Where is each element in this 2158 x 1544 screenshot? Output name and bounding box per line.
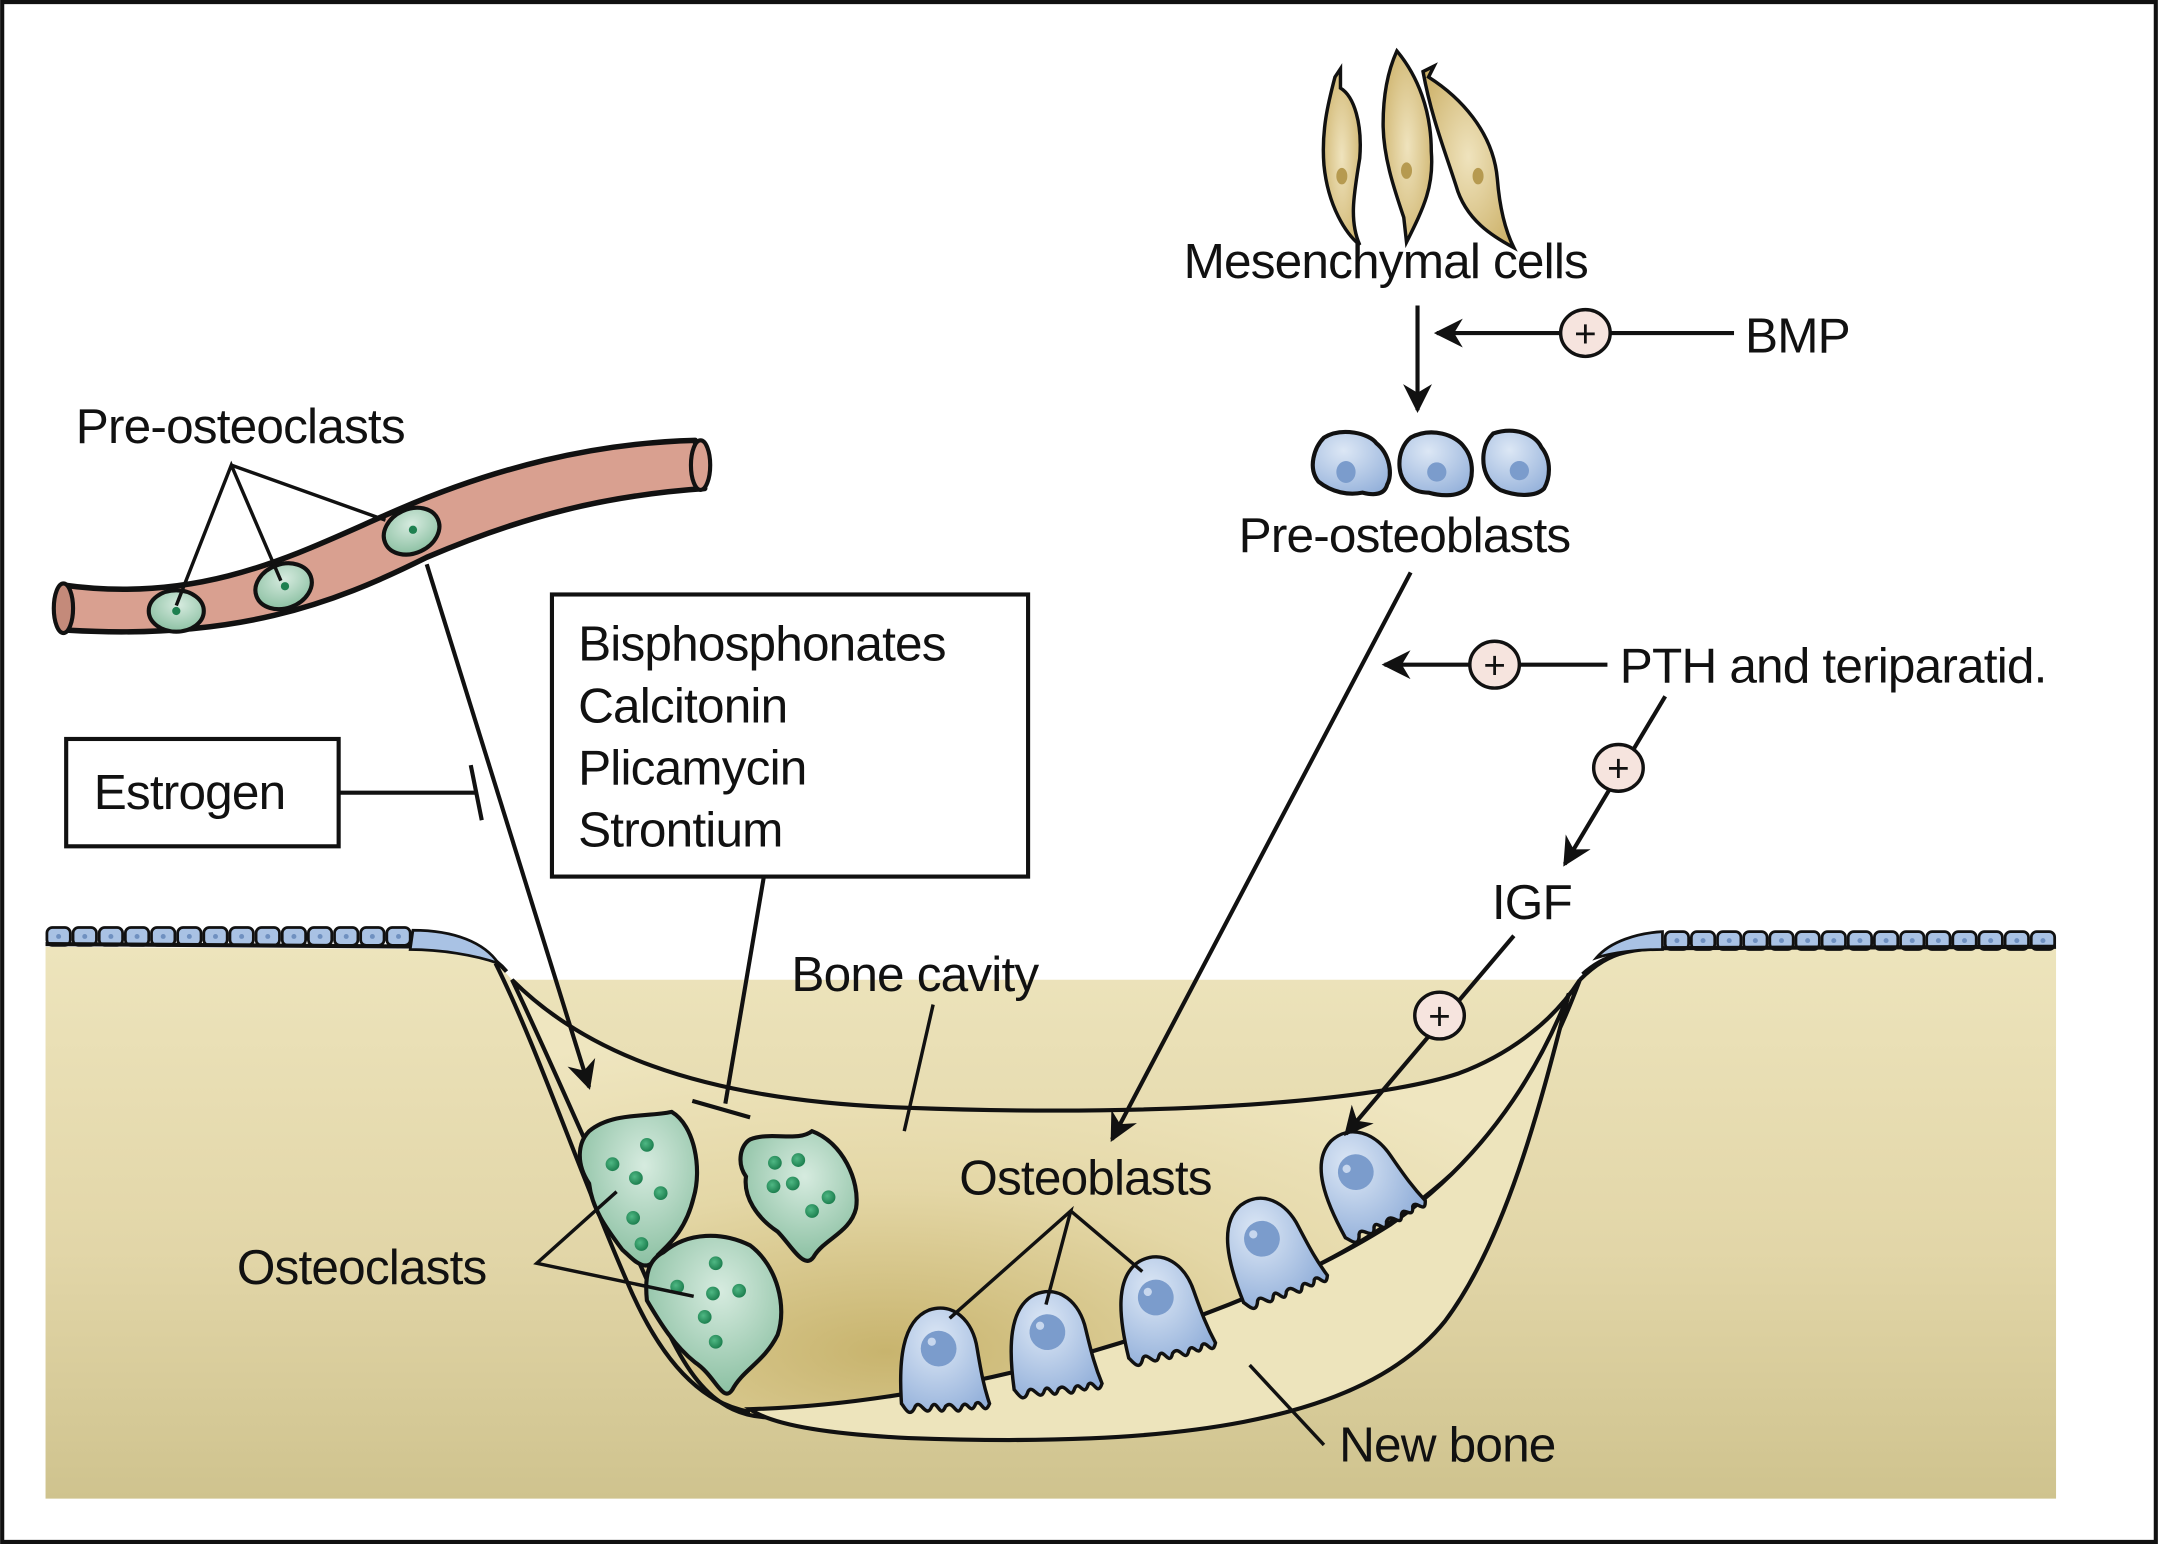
plus-icon: +	[1483, 644, 1506, 687]
bmp-label: BMP	[1745, 308, 1850, 363]
lining-cell	[123, 926, 151, 947]
lining-cell	[1899, 930, 1926, 951]
flat-lining-cell-right	[1592, 930, 1664, 961]
pre-osteoclasts-label: Pre-osteoclasts	[76, 399, 405, 454]
osteoblasts-label: Osteoblasts	[959, 1150, 1211, 1205]
cavity-wall-left	[493, 962, 751, 1414]
osteoclasts-label: Osteoclasts	[237, 1240, 487, 1295]
osteoclast-cell	[738, 1128, 859, 1263]
pth-label: PTH and teriparatid.	[1620, 639, 2047, 694]
pre-osteoblasts-label: Pre-osteoblasts	[1239, 508, 1571, 563]
osteoclasts-pointer	[533, 1190, 695, 1298]
osteoclast-differentiation-arrow	[424, 563, 596, 1090]
flat-lining-cell-left	[408, 928, 502, 966]
inhibitor-drug-item: Bisphosphonates	[578, 617, 946, 672]
lining-cell	[1716, 930, 1743, 951]
osteoblast-cell	[898, 1306, 992, 1415]
mesenchymal-cell	[1321, 63, 1362, 247]
igf-label: IGF	[1492, 875, 1572, 930]
lining-cell	[1873, 930, 1900, 951]
lining-cell	[228, 926, 255, 947]
lining-cell	[333, 926, 360, 947]
pre-osteoclasts-pointer	[174, 460, 387, 607]
lining-cell	[307, 926, 334, 947]
lining-cell	[280, 926, 307, 947]
igf-stimulus-badge: +	[1413, 990, 1467, 1041]
bone-cavity-label: Bone cavity	[791, 947, 1039, 1002]
osteoblast-differentiation-arrow	[1110, 571, 1413, 1142]
mesenchymal-cell-group	[1321, 47, 1518, 252]
pth-stimulus-badge: +	[1468, 639, 1522, 690]
bmp-stimulus-badge: +	[1558, 307, 1612, 359]
osteoblast-cell	[1319, 1130, 1427, 1245]
inhibitor-drug-item: Plicamycin	[578, 740, 806, 795]
lining-cell	[254, 926, 281, 947]
lining-cell	[359, 926, 386, 947]
mesenchymal-cell	[1421, 62, 1518, 252]
osteoclast-group	[577, 1109, 859, 1396]
estrogen-inhibition-bar	[468, 764, 484, 821]
plus-icon: +	[1607, 748, 1629, 791]
lining-cell	[71, 926, 98, 947]
drug-inhibition-line	[723, 876, 766, 1104]
inhibitor-drug-item: Calcitonin	[578, 678, 787, 733]
osteoblast-cell	[1119, 1255, 1218, 1367]
mesenchymal-cells-label: Mesenchymal cells	[1184, 234, 1588, 289]
pre-osteoclast-group	[146, 505, 442, 634]
new-bone-pointer	[1248, 1363, 1326, 1447]
bone-tissue	[45, 926, 2057, 1499]
inhibitor-drug-item: Strontium	[578, 802, 783, 857]
lining-cell	[385, 926, 412, 947]
pre-osteoblast-group	[1310, 428, 1552, 498]
osteoclast-cell	[644, 1233, 784, 1396]
plus-icon: +	[1574, 313, 1596, 356]
lining-cell	[176, 926, 203, 947]
estrogen-label: Estrogen	[94, 765, 286, 820]
bone-cavity-pointer	[902, 1004, 935, 1132]
new-bone-label: New bone	[1339, 1417, 1555, 1472]
lining-cell	[1925, 930, 1952, 951]
pth-igf-stimulus-badge: +	[1591, 742, 1645, 793]
osteoblasts-pointer	[948, 1205, 1144, 1320]
plus-icon: +	[1428, 995, 1451, 1038]
mesenchymal-cell	[1381, 47, 1434, 249]
osteoblast-cell	[1225, 1196, 1330, 1311]
drug-inhibition-bar	[691, 1098, 751, 1120]
lining-cell	[202, 926, 229, 947]
estrogen-box	[64, 736, 341, 849]
inhibitor-drug-box	[549, 592, 1031, 879]
